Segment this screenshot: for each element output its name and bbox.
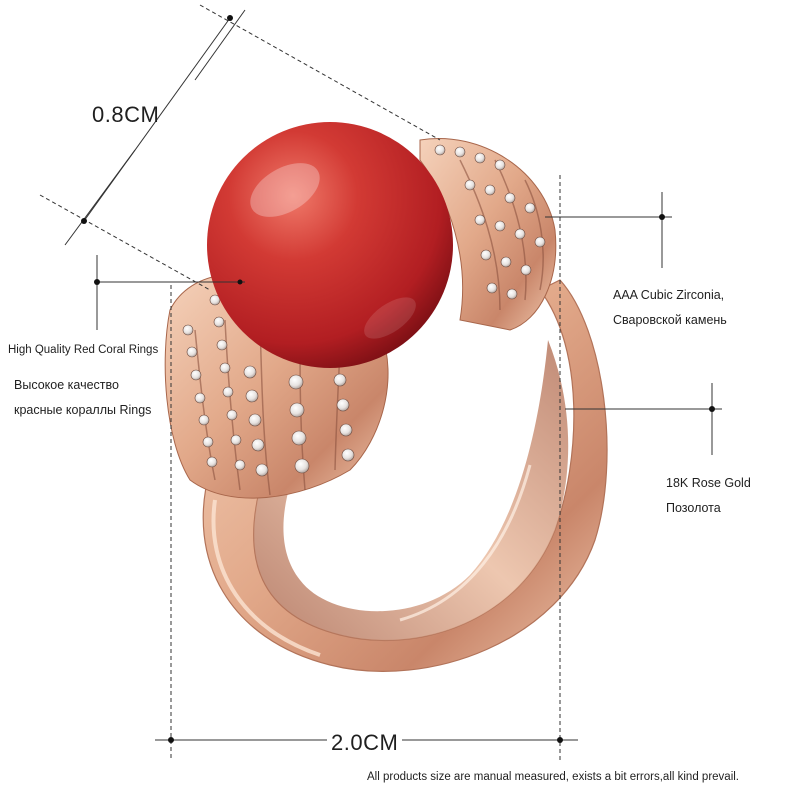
coral-callout-ru-line1: Высокое качество (14, 378, 119, 392)
zirconia-callout-ru: Сваровской камень (613, 313, 727, 327)
callout-line-coral (94, 255, 245, 330)
zirconia-callout-en: AAA Cubic Zirconia, (613, 288, 725, 302)
dimension-line-pearl (39, 4, 441, 291)
size-disclaimer: All products size are manual measured, e… (367, 771, 739, 783)
callout-line-gold (565, 383, 722, 455)
coral-bead (207, 122, 453, 368)
pearl-diameter-label: 0.8CM (92, 102, 160, 127)
callout-line-zirconia (545, 192, 672, 268)
gold-callout-ru: Позолота (666, 501, 721, 515)
coral-callout-en: High Quality Red Coral Rings (8, 344, 159, 356)
gold-callout-en: 18K Rose Gold (666, 476, 751, 490)
coral-callout-ru-line2: красные кораллы Rings (14, 403, 152, 417)
ring-width-label: 2.0CM (327, 730, 403, 756)
